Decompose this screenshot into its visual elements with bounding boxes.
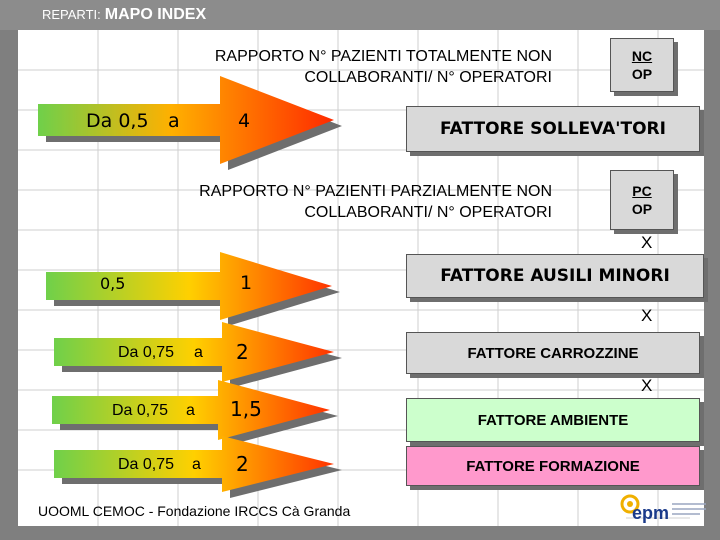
arrow-ambiente-from: Da 0,75	[112, 402, 169, 419]
factor-formazione: FATTORE FORMAZIONE	[406, 446, 700, 486]
arrow-pc-ratio	[46, 252, 340, 326]
arrow-carrozzine-sep: a	[194, 344, 203, 361]
arrow-ambiente-sep: a	[186, 402, 195, 419]
pc-op-fraction: PC OP	[610, 170, 674, 230]
factor-carrozzine-label: FATTORE CARROZZINE	[467, 344, 639, 362]
ratio-pc-line1: RAPPORTO N° PAZIENTI PARZIALMENTE NON	[199, 183, 552, 200]
arrow-formazione-from: Da 0,75	[118, 456, 175, 473]
arrow-pc-from: 0,5	[100, 274, 126, 293]
op-denominator: OP	[631, 201, 653, 217]
factor-sollevatori: FATTORE SOLLEVA'TORI	[406, 106, 700, 152]
factor-ausili-label: FATTORE AUSILI MINORI	[440, 266, 670, 286]
multiply-sign-3: X	[641, 376, 653, 395]
op-denominator: OP	[631, 66, 653, 82]
nc-numerator: NC	[631, 48, 653, 64]
ratio-nc-label: RAPPORTO N° PAZIENTI TOTALMENTE NON COLL…	[215, 46, 552, 88]
header-prefix: REPARTI:	[42, 7, 101, 22]
ratio-nc-line1: RAPPORTO N° PAZIENTI TOTALMENTE NON	[214, 48, 552, 65]
factor-formazione-label: FATTORE FORMAZIONE	[466, 457, 640, 475]
factor-ambiente: FATTORE AMBIENTE	[406, 398, 700, 442]
arrow-nc-sep: a	[168, 110, 180, 132]
arrow-carrozzine	[54, 322, 342, 388]
arrow-formazione-value: 2	[236, 452, 249, 476]
title-band	[0, 0, 720, 30]
factor-sollevatori-label: FATTORE SOLLEVA'TORI	[440, 119, 666, 139]
arrow-nc-value: 4	[238, 110, 251, 132]
factor-ambiente-label: FATTORE AMBIENTE	[477, 411, 629, 429]
multiply-sign-2: X	[641, 306, 653, 325]
factor-ausili-minori: FATTORE AUSILI MINORI	[406, 254, 704, 298]
arrow-formazione-sep: a	[192, 456, 201, 473]
ratio-pc-label: RAPPORTO N° PAZIENTI PARZIALMENTE NON CO…	[199, 181, 552, 223]
factor-carrozzine: FATTORE CARROZZINE	[406, 332, 700, 374]
page-title: MAPO INDEX	[104, 6, 207, 23]
arrow-ambiente	[52, 380, 338, 446]
footer-credit: UOOML CEMOC - Fondazione IRCCS Cà Granda	[38, 503, 351, 519]
ratio-pc-line2: COLLABORANTI/ N° OPERATORI	[304, 204, 552, 221]
pc-numerator: PC	[632, 183, 652, 199]
arrow-ambiente-value: 1,5	[230, 397, 262, 421]
epm-logo-icon	[620, 494, 706, 519]
arrow-pc-value: 1	[240, 272, 253, 294]
arrow-nc	[38, 76, 342, 170]
arrow-formazione	[54, 436, 342, 498]
multiply-sign-1: X	[641, 233, 653, 252]
arrow-carrozzine-from: Da 0,75	[118, 344, 175, 361]
ratio-nc-line2: COLLABORANTI/ N° OPERATORI	[304, 69, 552, 86]
arrow-nc-from: Da 0,5	[86, 110, 149, 132]
logo-wordmark: epm	[632, 503, 670, 523]
nc-op-fraction: NC OP	[610, 38, 674, 92]
arrow-carrozzine-value: 2	[236, 340, 249, 364]
page-header: REPARTI:MAPO INDEX	[42, 6, 206, 24]
